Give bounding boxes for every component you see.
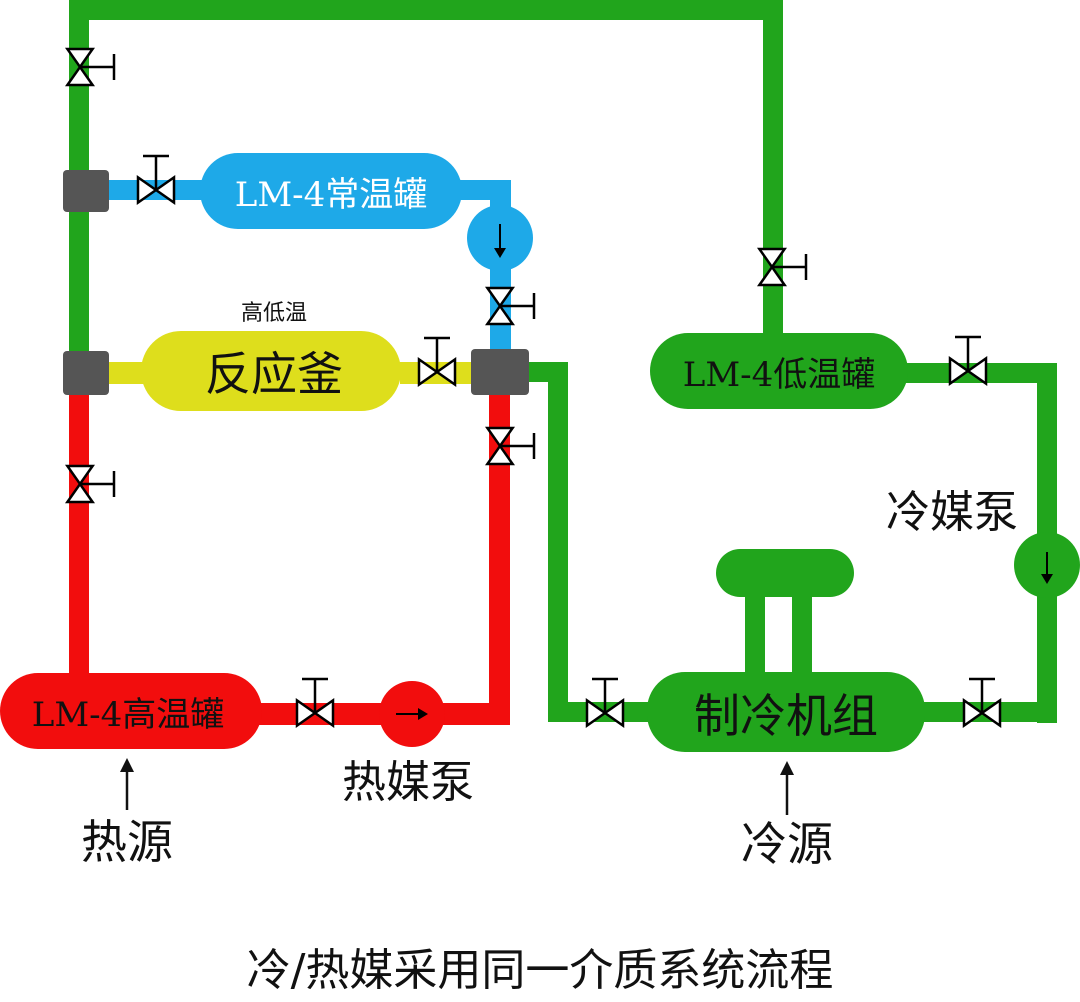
tee-left-lower bbox=[63, 351, 109, 395]
chiller-unit bbox=[647, 672, 925, 752]
reactor-caption: 高低温 bbox=[241, 301, 307, 326]
coolant-pump bbox=[1014, 532, 1080, 598]
valve-reactor-right bbox=[417, 336, 457, 388]
up-arrow-icon bbox=[780, 761, 794, 775]
heat-pump-label: 热媒泵 bbox=[342, 757, 474, 808]
high-temp-tank bbox=[0, 673, 262, 749]
heat-source-label: 热源 bbox=[81, 815, 173, 869]
normal-temp-tank-label: LM-4常温罐 bbox=[235, 175, 428, 215]
down-arrow-icon bbox=[1041, 574, 1053, 584]
valve-right-top-green bbox=[756, 247, 808, 287]
pipe-top-horizontal bbox=[69, 0, 783, 20]
tee-left-upper bbox=[63, 170, 109, 212]
pipe-down-to-chiller bbox=[548, 362, 568, 722]
hot-piping bbox=[69, 378, 510, 725]
pipe-right-vertical-green bbox=[763, 0, 783, 340]
low-temp-tank bbox=[650, 333, 908, 409]
valve-blue-down bbox=[484, 286, 536, 326]
normal-circulation-pump bbox=[467, 205, 533, 271]
tee-junctions bbox=[63, 170, 529, 395]
pipe-left-vertical-red bbox=[69, 378, 89, 698]
coolant-pump-label: 冷媒泵 bbox=[886, 487, 1018, 538]
normal-temp-tank bbox=[200, 153, 462, 229]
down-arrow-icon bbox=[494, 248, 506, 258]
valve-blue-left bbox=[136, 154, 176, 206]
reactor-vessel bbox=[141, 331, 401, 411]
chiller-condenser bbox=[716, 549, 854, 597]
chiller-leg-right bbox=[792, 585, 812, 685]
valve-red-right bbox=[484, 426, 536, 466]
chiller-unit-label: 制冷机组 bbox=[694, 689, 878, 743]
heat-medium-pump bbox=[379, 681, 445, 747]
up-arrow-icon bbox=[120, 758, 134, 772]
valve-low-tank-right bbox=[948, 335, 988, 387]
pipe-right-vertical-red bbox=[489, 390, 510, 725]
diagram-caption: 冷/热媒采用同一介质系统流程 bbox=[247, 945, 834, 996]
chiller-leg-left bbox=[745, 585, 765, 685]
reactor-vessel-label: 反应釜 bbox=[205, 347, 343, 401]
valve-chiller-right bbox=[962, 677, 1002, 729]
valve-left-red bbox=[64, 464, 116, 504]
valve-left-top bbox=[64, 47, 116, 87]
valve-chiller-left bbox=[585, 677, 625, 729]
cold-source-label: 冷源 bbox=[741, 817, 833, 871]
high-temp-tank-label: LM-4高温罐 bbox=[32, 695, 225, 735]
valve-high-tank-right bbox=[295, 677, 335, 729]
right-arrow-icon bbox=[418, 708, 428, 720]
tee-right bbox=[471, 349, 529, 395]
low-temp-tank-label: LM-4低温罐 bbox=[683, 355, 876, 395]
valves bbox=[64, 47, 1002, 729]
